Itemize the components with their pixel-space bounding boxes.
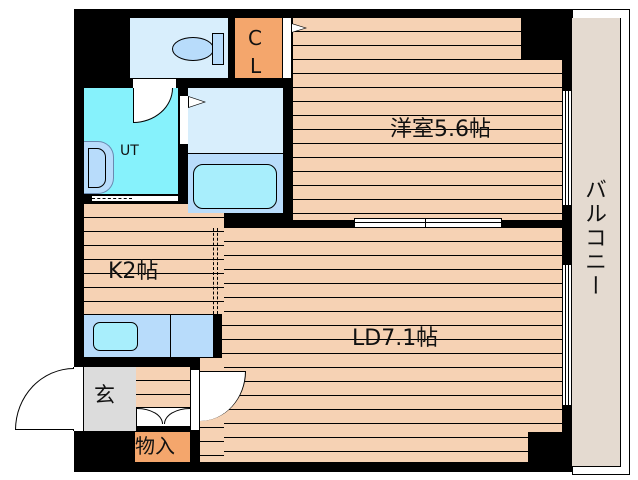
toilet-bowl-icon (172, 37, 214, 61)
storage (135, 432, 190, 462)
sliding-door-line (354, 222, 502, 223)
western-room-floor-ext (521, 60, 562, 220)
western-room-floor (293, 18, 521, 220)
closet-door (283, 18, 291, 78)
closet (235, 18, 282, 78)
utility-door-opening (133, 78, 176, 88)
ld-floor (222, 228, 562, 452)
kitchen-label: K2帖 (108, 259, 159, 284)
ld-door-frame (190, 370, 200, 430)
balcony (572, 18, 621, 467)
sliding-door-mid (425, 219, 426, 227)
closet-label-c: C (248, 26, 262, 50)
utility-sliding-door (92, 195, 178, 202)
ld-label: LD7.1帖 (352, 326, 439, 351)
western-room-window (563, 90, 571, 206)
sliding-door (354, 218, 502, 228)
kitchen-sink-icon (93, 322, 138, 351)
western-room-label: 洋室5.6帖 (390, 117, 491, 142)
entrance (84, 367, 136, 431)
entrance-door-frame (73, 367, 84, 431)
utility-sliding-door-dash (92, 198, 132, 199)
bathroom-wall-door (180, 96, 188, 144)
utility-label: UT (120, 143, 139, 159)
entrance-door-swing-icon (15, 368, 74, 430)
hall-floor (136, 367, 190, 407)
toilet-tank-icon (212, 33, 224, 65)
ld-corner-pillar (528, 432, 572, 472)
entrance-label: 玄 (94, 383, 115, 407)
kitchen-floor (84, 204, 224, 314)
closet-label-l: L (250, 54, 262, 78)
bathtub-icon (193, 164, 277, 209)
ld-window (563, 264, 571, 406)
washbasin-inner (88, 148, 106, 188)
balcony-label: バルコニー (581, 178, 606, 298)
storage-label: 物入 (135, 434, 175, 458)
ld-floor-bottom (200, 452, 528, 462)
kitchen-counter-divider (170, 315, 171, 357)
bathroom-door-arrow-fill (189, 97, 204, 107)
kitchen-partition-dashed (213, 228, 218, 314)
closet-door-arrow-fill (292, 24, 305, 32)
